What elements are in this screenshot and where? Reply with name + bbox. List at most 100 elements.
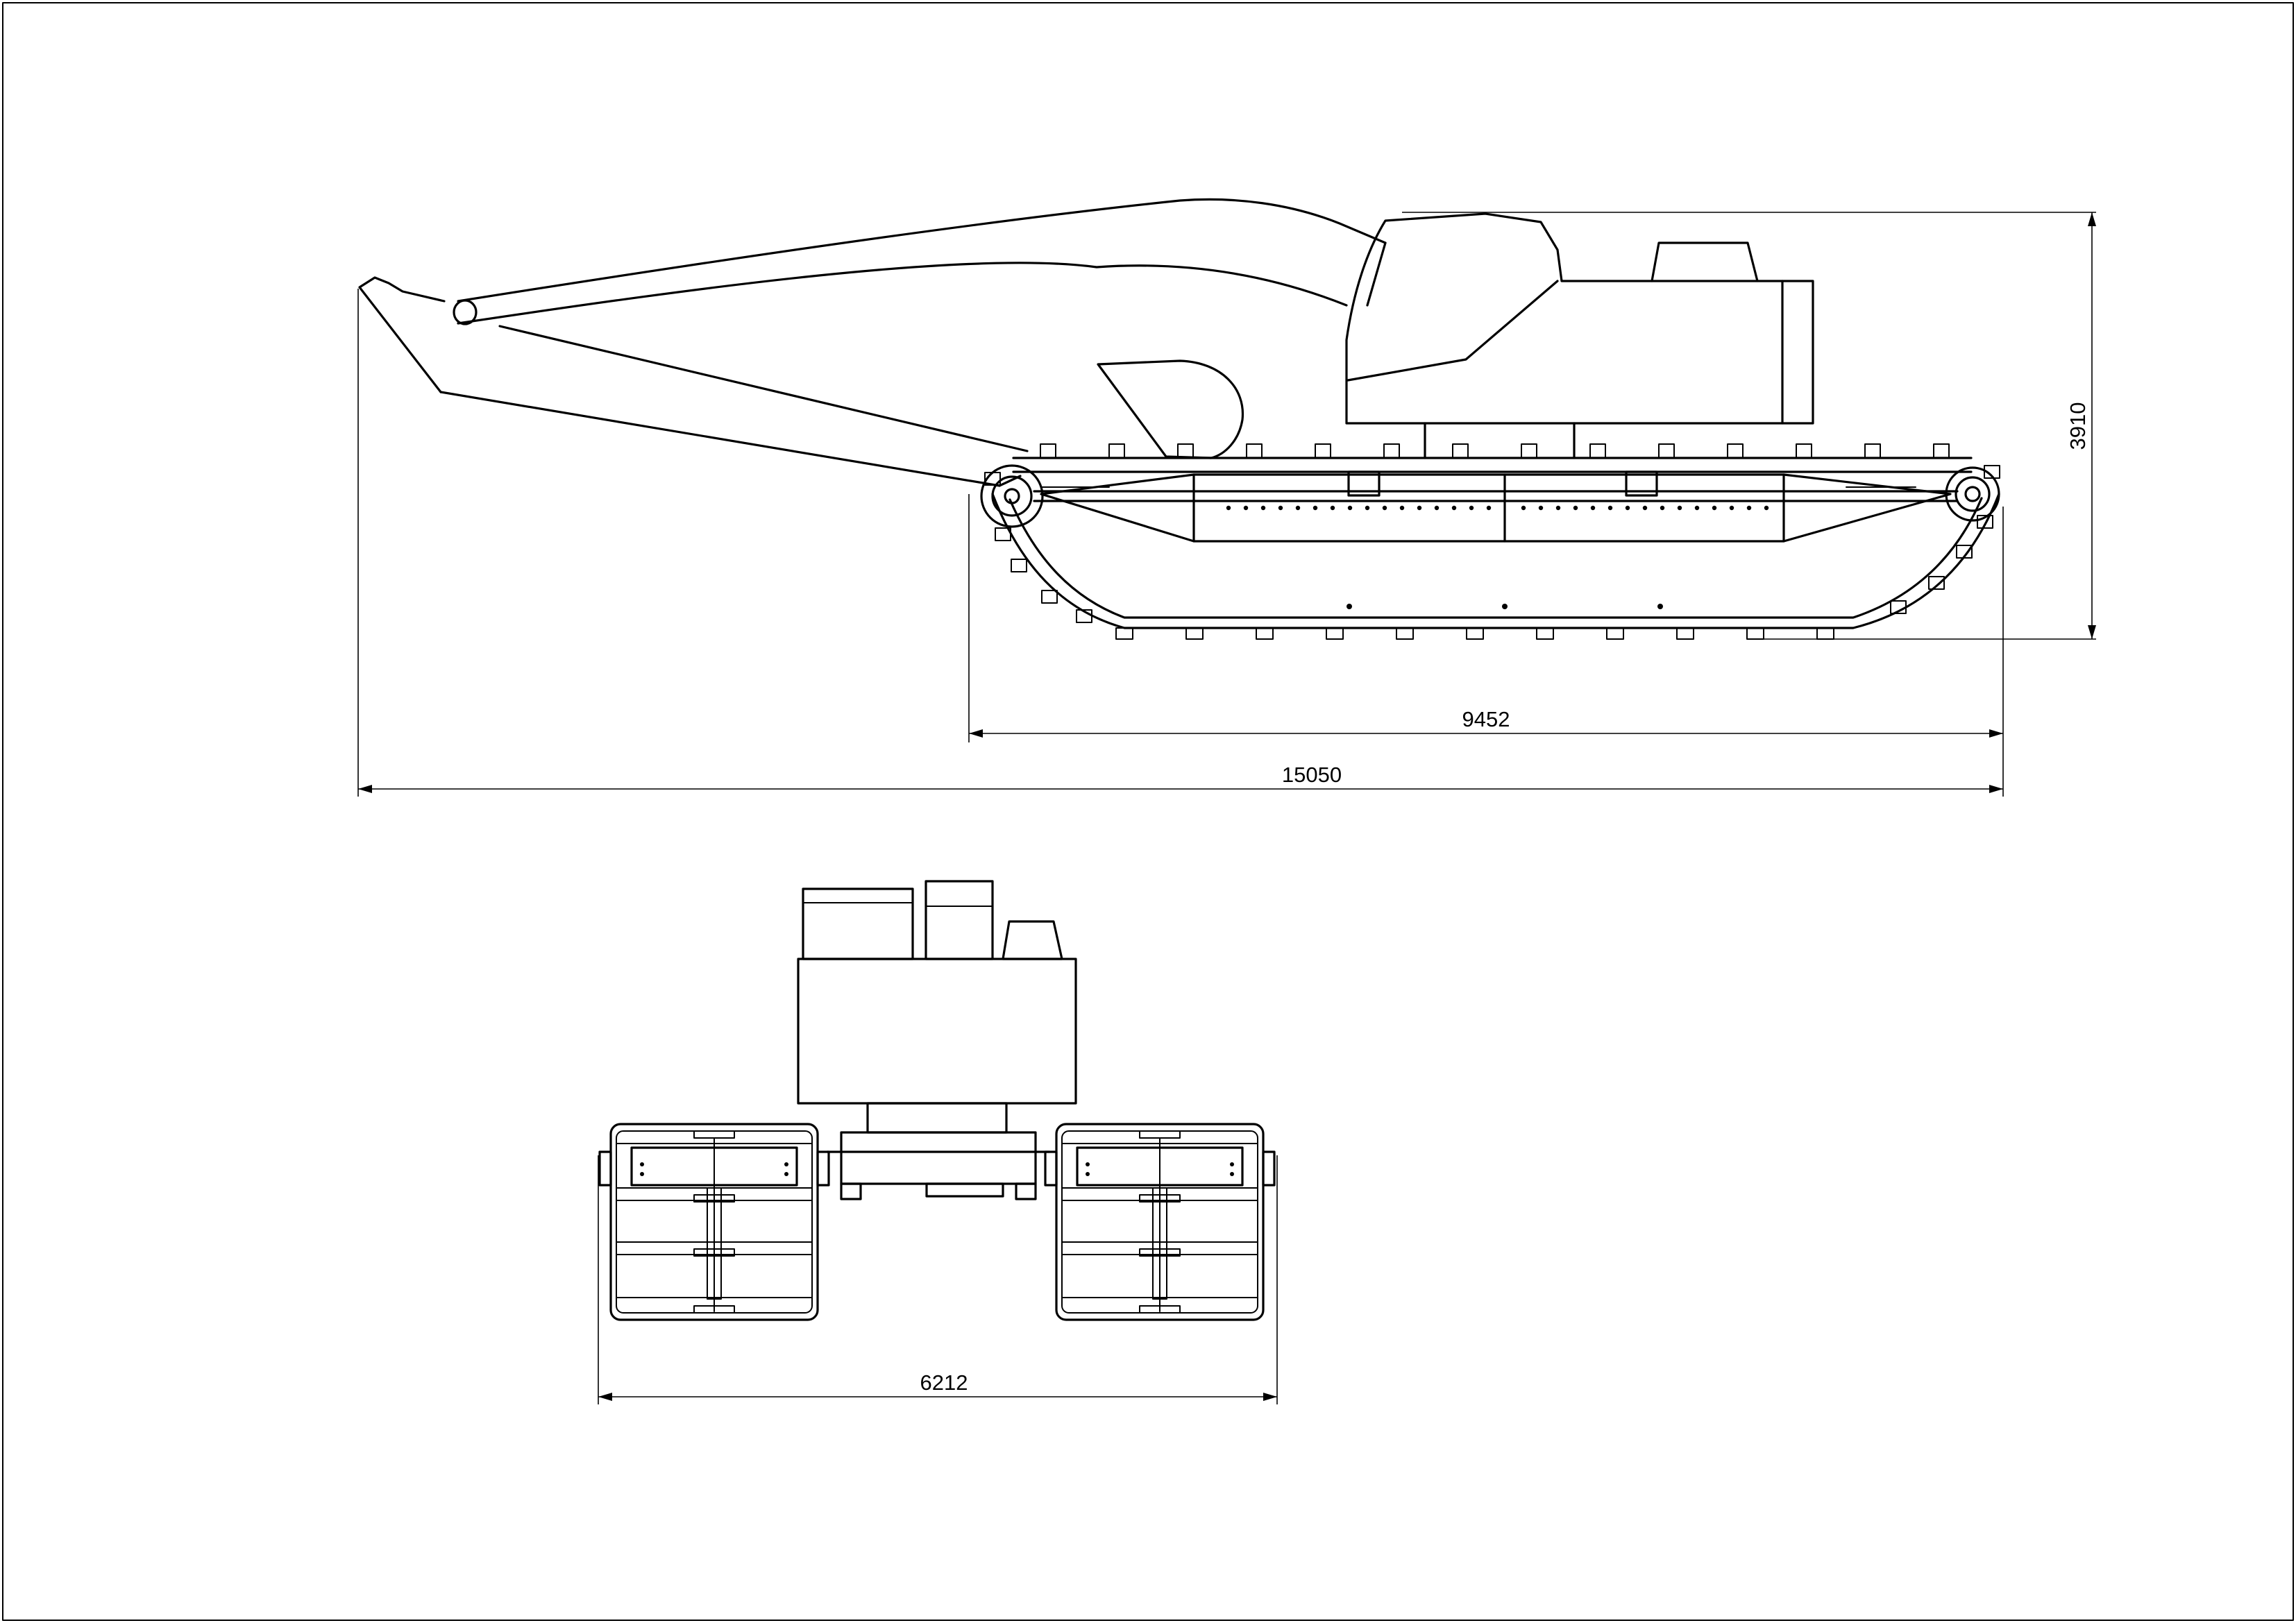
front-view [598,880,1276,1321]
track-shoe [1076,609,1092,623]
front-carbody [826,1131,1051,1200]
track-shoe [1115,627,1133,640]
bolt-dot [784,1172,788,1176]
track-shoe [1816,627,1834,640]
center-rib [1152,1187,1167,1300]
bolt-hole [1365,505,1370,511]
dimension-height: 3910 [1402,212,2096,640]
dimension-overall-length: 15050 [357,289,2004,797]
track-outline [1055,1123,1265,1321]
shoe-lug [1139,1248,1181,1257]
track-shoe [1589,443,1606,459]
bolt-hole [1347,505,1353,511]
track-shoes-bottom [984,465,2000,640]
bolt-hole [1521,505,1526,511]
track-shoe [1383,443,1400,459]
bolt-hole [1295,505,1301,511]
shoe-lug [693,1130,735,1139]
track-shoe [995,527,1011,541]
track-shoe [984,472,1001,486]
shoe-lug [693,1194,735,1203]
track-shoe [1466,627,1484,640]
track-shoe [1606,627,1624,640]
side-view [358,198,2000,640]
side-bracket [816,1150,830,1187]
track-shoe [1326,627,1344,640]
bolt-hole [1399,505,1405,511]
bolt-hole [1226,505,1231,511]
track-shoe [1890,600,1907,614]
track-shoe [1864,443,1881,459]
bolt-hole [1746,505,1752,511]
bolt-hole [1764,505,1769,511]
bolt-hole [1278,505,1283,511]
hull-mark [1502,604,1508,609]
pontoon-body [1033,470,1959,543]
bolt-dot [1086,1172,1090,1176]
track-shoe [1177,443,1194,459]
shoe-lug [1139,1194,1181,1203]
track-shoe [1676,627,1694,640]
boom [453,198,1387,325]
front-track-right [1044,1123,1276,1321]
bolt-hole [1590,505,1596,511]
bolt-dot [640,1162,644,1166]
bolt-hole [1677,505,1682,511]
track-shoe [1040,443,1056,459]
bolt-dot [640,1172,644,1176]
bolt-dot [1230,1172,1234,1176]
track-shoe [1256,627,1274,640]
track-shoe [1108,443,1125,459]
bolt-hole [1625,505,1630,511]
bolt-hole [1469,505,1474,511]
front-track-left [598,1123,830,1321]
pontoon-bolt-holes [1226,505,1769,511]
bolt-dot [784,1162,788,1166]
crawler-track [980,457,2000,629]
bolt-hole [1555,505,1561,511]
bolt-hole [1260,505,1266,511]
track-shoe [1928,576,1945,590]
bolt-hole [1330,505,1335,511]
track-shoe [1977,515,1993,529]
dimension-overall-width: 6212 [598,1155,1278,1404]
bolt-hole [1642,505,1648,511]
bolt-dot [1230,1162,1234,1166]
track-shoe [1185,627,1204,640]
side-bracket [1262,1150,1276,1187]
bolt-hole [1660,505,1665,511]
track-shoe [1396,627,1414,640]
bolt-hole [1729,505,1734,511]
bolt-hole [1694,505,1700,511]
bolt-hole [1538,505,1544,511]
shoe-lug [1139,1130,1181,1139]
track-shoe [1796,443,1812,459]
overall-length-dimension-label: 15050 [1282,763,1342,787]
track-length-dimension-label: 9452 [1462,707,1510,731]
track-shoe [1315,443,1331,459]
hull-mark [1347,604,1352,609]
track-shoe [1041,590,1058,604]
side-bracket [1044,1150,1058,1187]
track-shoe [1933,443,1950,459]
bolt-hole [1434,505,1440,511]
hull-mark [1657,604,1663,609]
track-outline [609,1123,819,1321]
height-dimension-label: 3910 [2066,402,2090,450]
bolt-hole [1573,505,1578,511]
overall-width-dimension-label: 6212 [920,1370,968,1395]
upper-structure [1345,212,1814,459]
track-shoe [1536,627,1554,640]
track-shoe [1246,443,1263,459]
track-shoe [1956,545,1973,559]
front-upper-structure [797,880,1077,1134]
bolt-hole [1486,505,1492,511]
shoe-lug [693,1248,735,1257]
bolt-hole [1451,505,1457,511]
dimension-track-length: 9452 [968,494,2004,742]
bolt-hole [1382,505,1387,511]
bolt-dot [1086,1162,1090,1166]
track-shoe [1658,443,1675,459]
